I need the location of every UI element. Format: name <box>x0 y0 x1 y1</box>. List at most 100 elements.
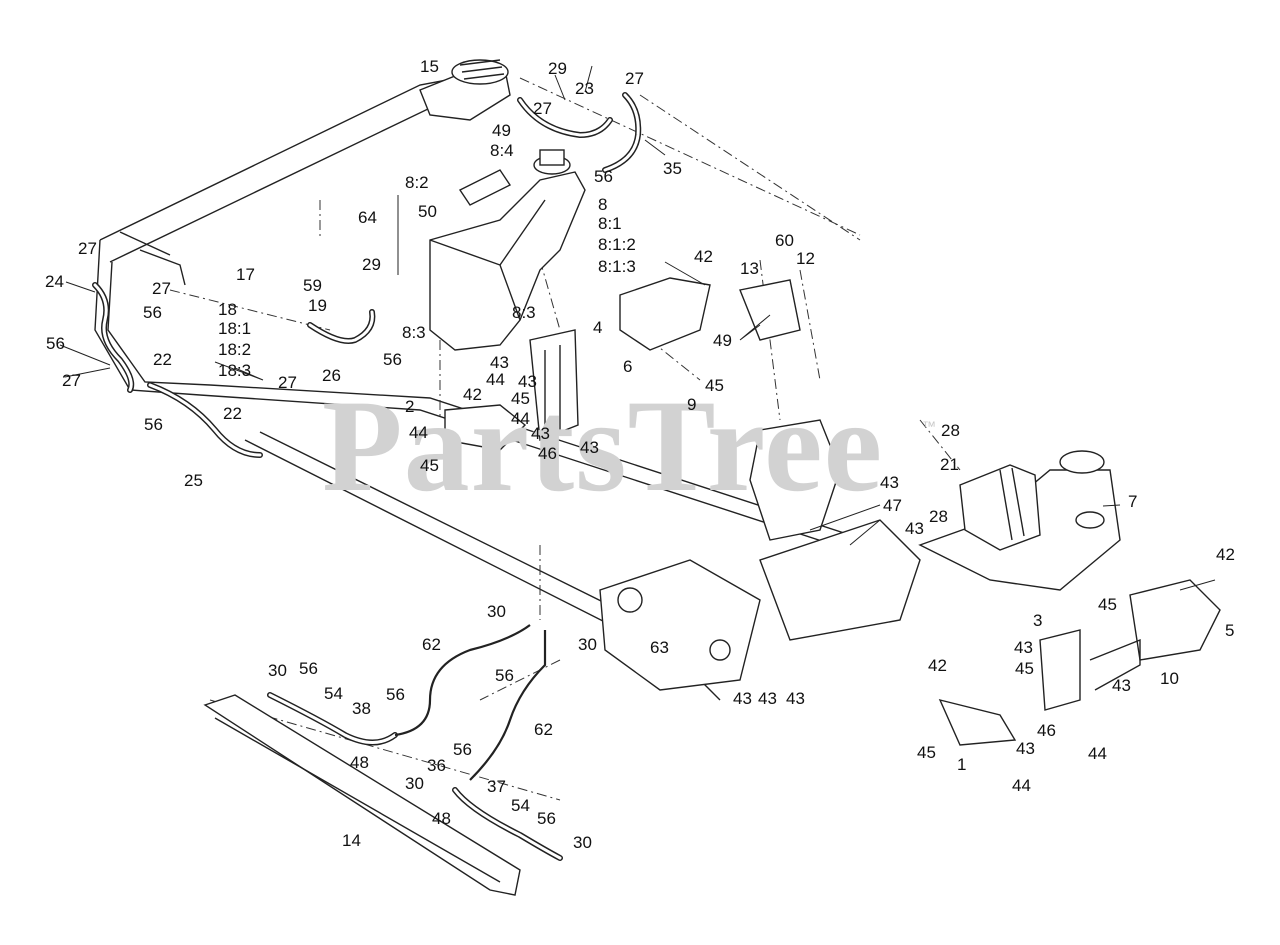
callout-label: 8 <box>598 195 608 214</box>
callout-label: 48 <box>350 753 369 772</box>
callout-label: 45 <box>420 456 439 475</box>
mount-brackets <box>444 277 801 451</box>
callout-label: 44 <box>1012 776 1031 795</box>
callout-label: 8:1 <box>598 214 622 233</box>
callout-label: 46 <box>1037 721 1056 740</box>
callout-label: 45 <box>511 389 530 408</box>
callout-label: 5 <box>1225 621 1235 640</box>
callout-label: 8:2 <box>405 173 429 192</box>
watermark-trademark: ™ <box>922 418 936 434</box>
callout-label: 30 <box>487 602 506 621</box>
callout-label: 56 <box>594 167 613 186</box>
callout-label: 50 <box>418 202 437 221</box>
callout-label: 43 <box>880 473 899 492</box>
callout-label: 46 <box>538 444 557 463</box>
callout-label: 26 <box>322 366 341 385</box>
watermark: PartsTree <box>322 372 884 519</box>
callout-label: 56 <box>453 740 472 759</box>
callout-label: 24 <box>45 272 64 291</box>
callout-label: 56 <box>386 685 405 704</box>
callout-label: 48 <box>432 809 451 828</box>
callout-label: 8:1:3 <box>598 257 636 276</box>
callout-label: 42 <box>694 247 713 266</box>
callout-label: 43 <box>1014 638 1033 657</box>
callout-label: 8:1:2 <box>598 235 636 254</box>
callout-label: 19 <box>308 296 327 315</box>
fuel-tank-right <box>918 450 1121 591</box>
callout-label: 1 <box>957 755 967 774</box>
callout-label: 27 <box>62 371 81 390</box>
callout-label: 9 <box>687 395 697 414</box>
callout-label: 44 <box>409 423 428 442</box>
callout-label: 27 <box>152 279 171 298</box>
callout-label: 56 <box>537 809 556 828</box>
callout-label: 14 <box>342 831 361 850</box>
callout-label: 3 <box>1033 611 1043 630</box>
callout-label: 22 <box>153 350 172 369</box>
callout-label: 45 <box>705 376 724 395</box>
callout-label: 23 <box>575 79 594 98</box>
callout-label: 30 <box>268 661 287 680</box>
callout-label: 12 <box>796 249 815 268</box>
hydraulic-pump-top <box>419 59 511 121</box>
callout-label: 30 <box>405 774 424 793</box>
callout-label: 27 <box>625 69 644 88</box>
callout-label: 21 <box>940 455 959 474</box>
callout-label: 54 <box>324 684 343 703</box>
callout-label: 18:2 <box>218 340 252 359</box>
callout-label: 42 <box>1216 545 1235 564</box>
transmission-assembly <box>599 419 921 691</box>
callout-label: 36 <box>427 756 446 775</box>
callout-label: 45 <box>917 743 936 762</box>
callout-label: 43 <box>518 372 537 391</box>
callout-label: 49 <box>492 121 511 140</box>
callout-label: 63 <box>650 638 669 657</box>
callout-label: 38 <box>352 699 371 718</box>
callout-label: 44 <box>486 370 505 389</box>
callout-label: 43 <box>786 689 805 708</box>
callout-label: 44 <box>1088 744 1107 763</box>
callout-label: 13 <box>740 259 759 278</box>
hydraulic-hoses <box>92 92 642 861</box>
callout-label: 43 <box>1016 739 1035 758</box>
callout-label: 7 <box>1128 492 1138 511</box>
callout-label: 45 <box>1098 595 1117 614</box>
callout-label: 43 <box>733 689 752 708</box>
callout-label: 56 <box>383 350 402 369</box>
callout-label: 43 <box>905 519 924 538</box>
right-brackets <box>938 579 1221 746</box>
callout-label: 43 <box>758 689 777 708</box>
callout-label: 56 <box>143 303 162 322</box>
callout-label: 6 <box>623 357 633 376</box>
callout-label: 49 <box>713 331 732 350</box>
callout-label: 42 <box>928 656 947 675</box>
callout-label: 43 <box>490 353 509 372</box>
callout-label: 4 <box>593 318 603 337</box>
callout-label: 42 <box>463 385 482 404</box>
callout-label: 43 <box>580 438 599 457</box>
callout-label: 64 <box>358 208 377 227</box>
callout-label: 17 <box>236 265 255 284</box>
callout-label: 18 <box>218 300 237 319</box>
callout-label: 56 <box>495 666 514 685</box>
callout-label: 8:3 <box>512 303 536 322</box>
callout-label: 37 <box>487 777 506 796</box>
callout-label: 30 <box>578 635 597 654</box>
callout-label: 27 <box>533 99 552 118</box>
callout-label: 56 <box>299 659 318 678</box>
callout-label: 27 <box>78 239 97 258</box>
callout-label: 44 <box>511 409 530 428</box>
callout-label: 2 <box>405 397 415 416</box>
callout-label: 29 <box>548 59 567 78</box>
callout-label: 47 <box>883 496 902 515</box>
callout-label: 18:3 <box>218 361 252 380</box>
callout-label: 62 <box>534 720 553 739</box>
callout-label: 8:4 <box>490 141 514 160</box>
callout-label: 15 <box>420 57 439 76</box>
callout-label: 27 <box>278 373 297 392</box>
callout-label: 35 <box>663 159 682 178</box>
callout-label: 22 <box>223 404 242 423</box>
callout-label: 59 <box>303 276 322 295</box>
callout-label: 10 <box>1160 669 1179 688</box>
